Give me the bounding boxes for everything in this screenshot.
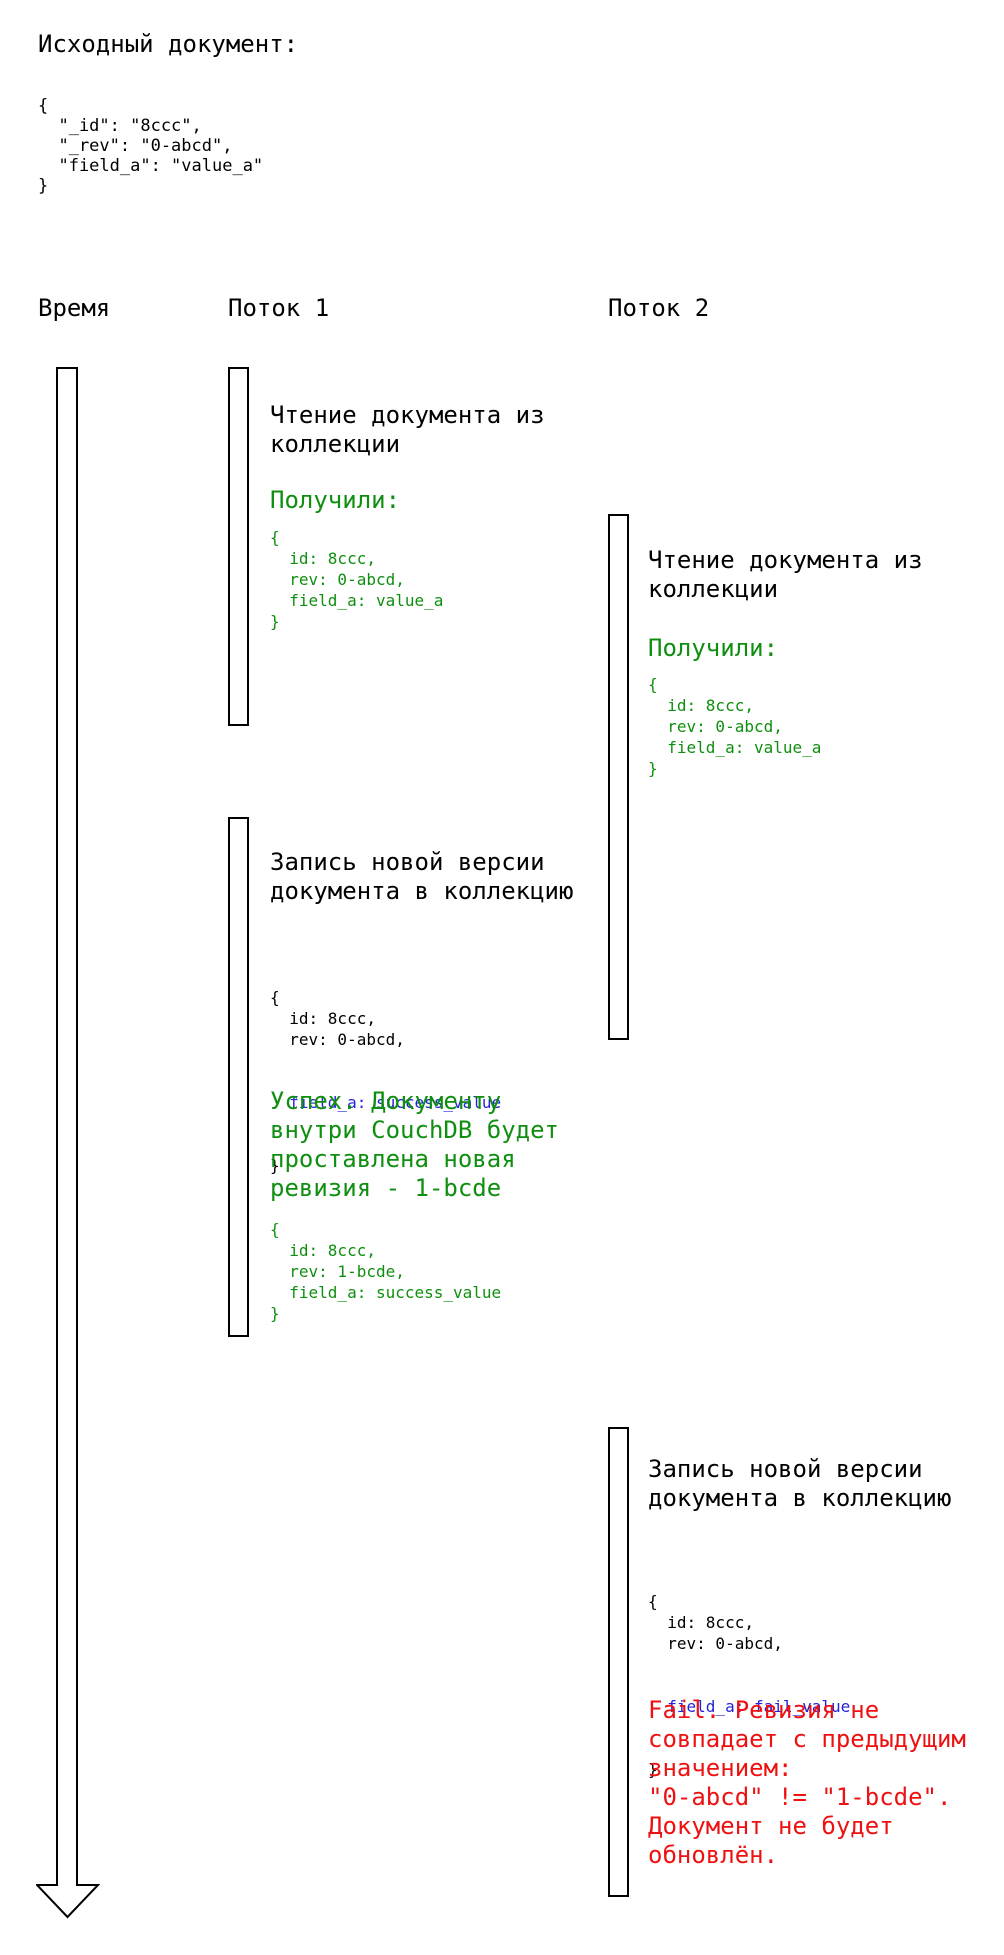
- thread2-write-code-field-line: field_a: fail_value: [648, 1697, 851, 1716]
- thread2-write-code: { id: 8ccc, rev: 0-abcd, field_a: fail_v…: [648, 1549, 850, 1822]
- thread1-column-label: Поток 1: [228, 294, 330, 322]
- thread2-activation-bar-2: [608, 1427, 629, 1897]
- time-column-label: Время: [38, 294, 111, 322]
- thread1-read-title: Чтение документа из коллекции: [270, 401, 545, 458]
- thread1-write-code-head: { id: 8ccc, rev: 0-abcd,: [270, 988, 405, 1049]
- intro-title: Исходный документ:: [38, 30, 299, 58]
- time-arrow: [36, 367, 100, 1919]
- thread2-write-title: Запись новой версии документа в коллекци…: [648, 1455, 952, 1512]
- thread1-write-code: { id: 8ccc, rev: 0-abcd, field_a: succes…: [270, 945, 501, 1218]
- thread1-write-code-field-line: field_a: success_value: [270, 1093, 502, 1112]
- thread2-activation-bar-1: [608, 514, 629, 1040]
- thread1-success-code: { id: 8ccc, rev: 1-bcde, field_a: succes…: [270, 1220, 502, 1323]
- thread1-success-note: Успех. Документу внутри CouchDB будет пр…: [270, 1087, 559, 1202]
- thread1-got-code: { id: 8ccc, rev: 0-abcd, field_a: value_…: [270, 528, 444, 631]
- thread1-write-title: Запись новой версии документа в коллекци…: [270, 848, 574, 905]
- thread2-write-code-head: { id: 8ccc, rev: 0-abcd,: [648, 1592, 783, 1653]
- thread1-got-label: Получили:: [270, 486, 401, 514]
- intro-source-document-code: { "_id": "8ccc", "_rev": "0-abcd", "fiel…: [38, 96, 264, 196]
- thread2-column-label: Поток 2: [608, 294, 710, 322]
- thread1-activation-bar-2: [228, 817, 249, 1337]
- thread2-read-title: Чтение документа из коллекции: [648, 546, 923, 603]
- thread1-write-code-tail: }: [270, 1156, 280, 1175]
- thread2-write-code-tail: }: [648, 1760, 658, 1779]
- thread1-activation-bar-1: [228, 367, 249, 726]
- thread2-fail-note: Fail. Ревизия не совпадает с предыдущим …: [648, 1696, 966, 1869]
- thread2-got-code: { id: 8ccc, rev: 0-abcd, field_a: value_…: [648, 675, 822, 778]
- thread2-got-label: Получили:: [648, 634, 779, 662]
